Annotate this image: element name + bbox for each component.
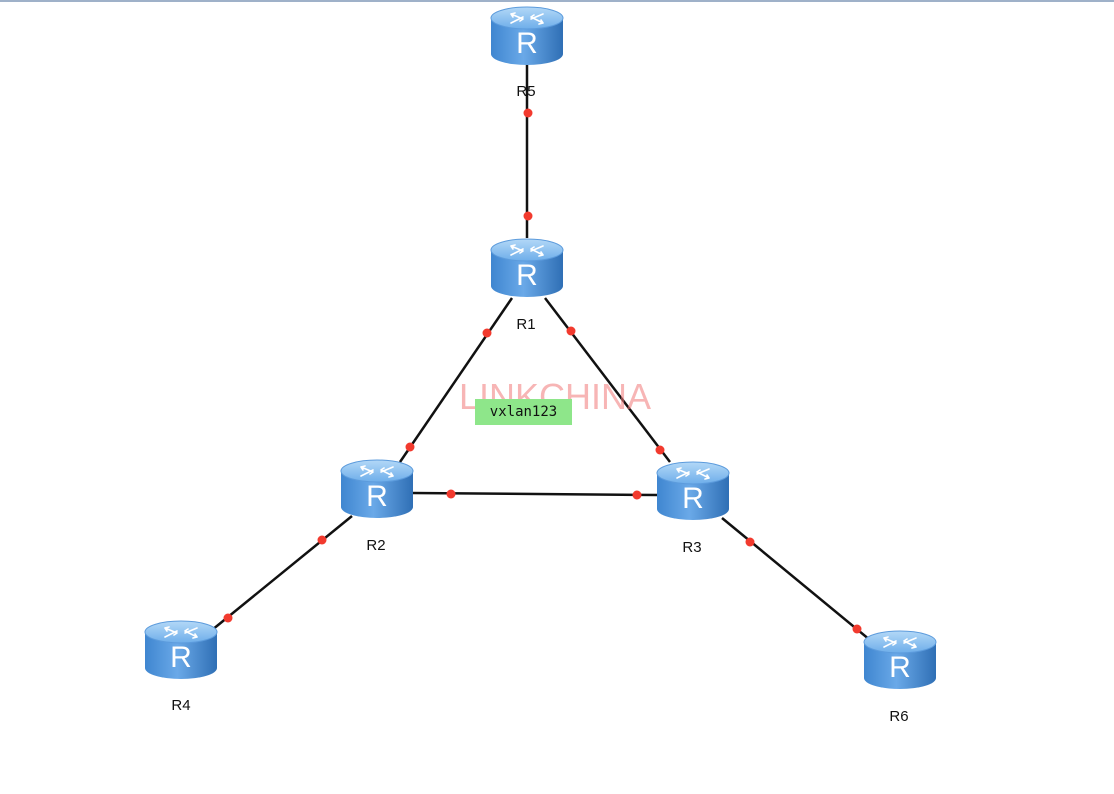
port-dot xyxy=(655,445,665,455)
router-label: R3 xyxy=(682,539,701,556)
router-node-r2[interactable]: R R2 xyxy=(340,459,414,554)
link-line[interactable] xyxy=(211,515,353,631)
router-icon[interactable]: R xyxy=(490,238,564,297)
port-dot xyxy=(523,108,533,118)
router-node-r5[interactable]: R R5 xyxy=(490,6,564,100)
router-glyph: R xyxy=(516,27,538,60)
router-label: R1 xyxy=(516,316,535,333)
link-line[interactable] xyxy=(721,517,871,641)
router-glyph: R xyxy=(366,480,388,513)
router-glyph: R xyxy=(170,641,192,674)
port-dot xyxy=(523,211,533,221)
link-r1-r2[interactable] xyxy=(398,297,514,463)
link-r3-r6[interactable] xyxy=(721,517,871,641)
port-dot xyxy=(317,535,327,545)
link-line[interactable] xyxy=(398,297,514,463)
router-icon[interactable]: R xyxy=(863,630,937,689)
router-label: R4 xyxy=(171,697,190,714)
router-glyph: R xyxy=(682,482,704,515)
router-icon[interactable]: R xyxy=(656,461,730,520)
port-dot xyxy=(223,613,233,623)
router-node-r6[interactable]: R R6 xyxy=(863,630,937,725)
link-r2-r3[interactable] xyxy=(411,489,659,500)
vxlan-annotation[interactable]: vxlan123 xyxy=(475,399,572,425)
port-dot xyxy=(632,490,642,500)
port-dot xyxy=(566,326,576,336)
router-node-r3[interactable]: R R3 xyxy=(656,461,730,556)
router-label: R5 xyxy=(516,83,535,100)
link-r5-r1[interactable] xyxy=(523,64,533,238)
port-dot xyxy=(405,442,415,452)
router-glyph: R xyxy=(516,259,538,292)
router-label: R6 xyxy=(889,708,908,725)
port-dot xyxy=(482,328,492,338)
router-node-r4[interactable]: R R4 xyxy=(144,620,218,714)
link-line[interactable] xyxy=(544,297,671,463)
link-r1-r3[interactable] xyxy=(544,297,671,463)
port-dot xyxy=(446,489,456,499)
link-r2-r4[interactable] xyxy=(211,515,353,631)
port-dot xyxy=(852,624,862,634)
port-dot xyxy=(745,537,755,547)
router-label: R2 xyxy=(366,537,385,554)
router-glyph: R xyxy=(889,651,911,684)
router-icon[interactable]: R xyxy=(340,459,414,518)
router-node-r1[interactable]: R R1 xyxy=(490,238,564,333)
router-icon[interactable]: R xyxy=(144,620,218,679)
links-layer xyxy=(211,64,871,641)
router-icon[interactable]: R xyxy=(490,6,564,65)
